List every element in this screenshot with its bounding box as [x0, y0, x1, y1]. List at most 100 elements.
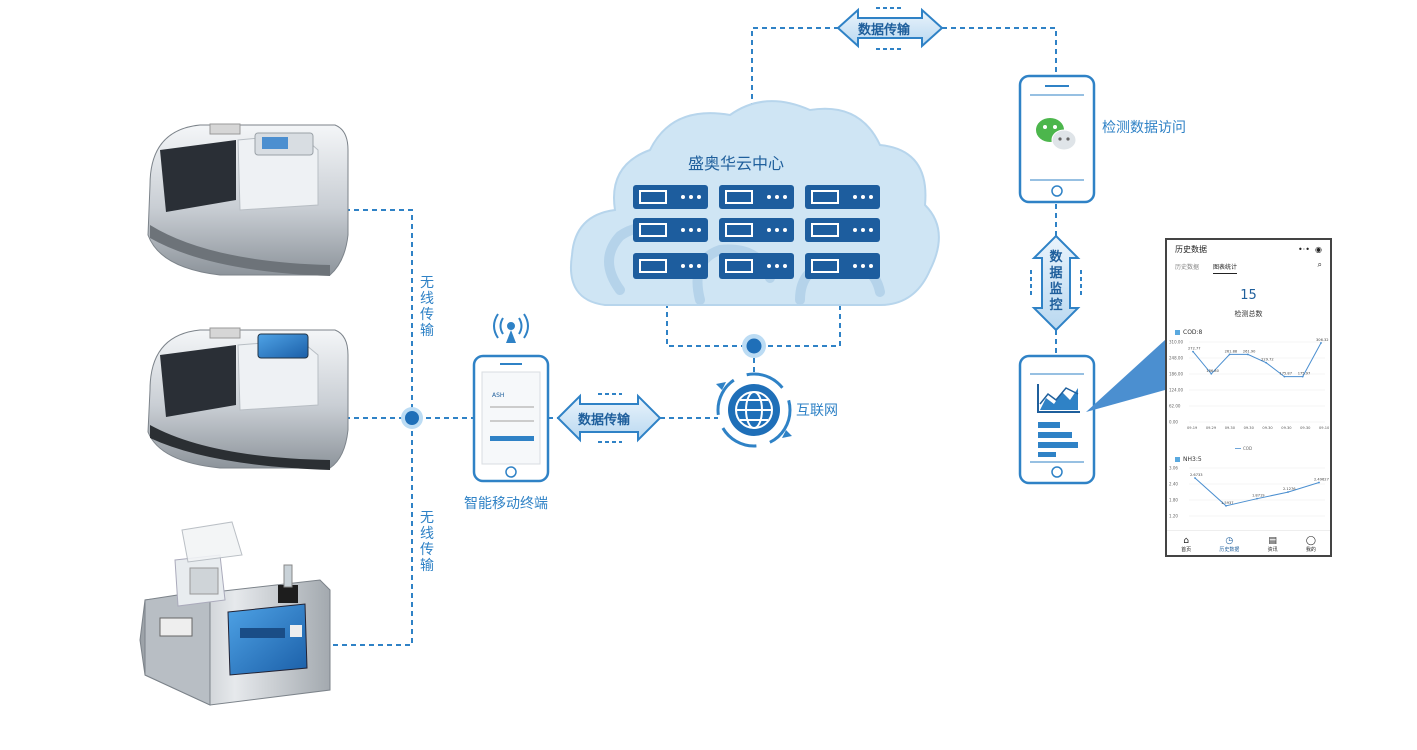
- cod-x-tick: 09.30: [1262, 426, 1273, 430]
- top-double-arrow: [836, 7, 944, 50]
- cod-y-tick: 0.00: [1169, 420, 1178, 425]
- hub-node-left: [401, 407, 423, 429]
- spectrophotometer-1: [147, 123, 349, 276]
- nh3-data-label: 2.6733: [1190, 473, 1203, 477]
- cod-point: [1265, 361, 1268, 364]
- nh3-y-tick: 2.40: [1169, 482, 1178, 487]
- app-tabs: 历史数据 图表统计 ⌕: [1167, 258, 1330, 278]
- monitor-arrow-label: 数据监控: [1049, 250, 1063, 313]
- area-chart-icon: [1037, 384, 1080, 413]
- server-unit: [633, 218, 708, 242]
- server-unit: [805, 218, 880, 242]
- cod-data-label: 186.80: [1206, 369, 1219, 373]
- nh3-point: [1318, 481, 1320, 484]
- search-icon[interactable]: ⌕: [1317, 260, 1322, 269]
- middle-arrow-label: 数据传输: [578, 413, 631, 428]
- cod-series-line: [1192, 342, 1322, 378]
- cod-point: [1320, 342, 1322, 344]
- tab-chart-stats[interactable]: 图表统计: [1213, 262, 1238, 274]
- cod-x-tick: 09.29: [1206, 426, 1217, 430]
- hub-node-cloud: [742, 334, 766, 358]
- cod-data-label: 229.72: [1261, 358, 1274, 362]
- wireless-label-bottom: 无线传输: [420, 510, 434, 574]
- internet-label: 互联网: [796, 403, 838, 419]
- cod-y-tick: 124.00: [1169, 388, 1183, 393]
- server-unit: [719, 218, 794, 242]
- nh3-y-tick: 3.06: [1169, 466, 1178, 471]
- nav-history[interactable]: ◷历史数据: [1219, 536, 1239, 553]
- more-icon[interactable]: •·• ◉: [1297, 244, 1322, 254]
- cod-y-tick: 310.00: [1169, 340, 1183, 345]
- home-icon: ⌂: [1183, 536, 1189, 546]
- document-icon: ▤: [1268, 536, 1277, 546]
- app-header: 历史数据 •·• ◉: [1167, 240, 1330, 258]
- cod-point: [1283, 375, 1286, 378]
- top-data-line: [751, 27, 1057, 108]
- cod-y-tick: 62.00: [1169, 404, 1181, 409]
- svg-text:ASH: ASH: [492, 392, 504, 399]
- cod-point: [1228, 353, 1231, 356]
- cod-data-label: 306.32: [1316, 338, 1329, 342]
- wechat-label: 检测数据访问: [1102, 120, 1186, 136]
- internet-globe-icon: [716, 372, 792, 448]
- cod-section-title: COD:8: [1167, 329, 1330, 336]
- nav-mine-label: 我的: [1305, 547, 1316, 553]
- clock-icon: ◷: [1225, 536, 1234, 546]
- user-icon: ◯: [1305, 536, 1316, 546]
- wechat-icon: [1036, 118, 1077, 151]
- top-arrow-label: 数据传输: [858, 23, 911, 38]
- cod-point: [1192, 350, 1194, 353]
- nh3-chart: 3.062.401.801.20 2.67331.59371.87192.127…: [1169, 466, 1329, 519]
- cod-x-tick: 09.10: [1319, 426, 1330, 430]
- cod-point: [1246, 353, 1249, 356]
- nh3-section-title: NH3:5: [1167, 456, 1330, 463]
- app-bottom-nav: ⌂首页 ◷历史数据 ▤资讯 ◯我的: [1167, 530, 1330, 555]
- wireless-signal-icon: [493, 313, 529, 343]
- server-unit: [805, 185, 880, 209]
- cod-x-tick: 09.30: [1300, 426, 1311, 430]
- nh3-legend-square: [1175, 457, 1180, 462]
- cod-x-tick: 09.30: [1281, 426, 1292, 430]
- cod-x-tick: 09.30: [1244, 426, 1255, 430]
- nh3-point: [1194, 477, 1196, 479]
- nh3-data-label: 2.49627: [1314, 478, 1329, 482]
- spectrophotometer-2: [147, 327, 349, 470]
- nav-home[interactable]: ⌂首页: [1181, 536, 1191, 553]
- nav-history-label: 历史数据: [1219, 547, 1240, 553]
- cod-legend-square: [1175, 330, 1180, 335]
- server-grid: [633, 185, 880, 279]
- wechat-phone: [1018, 74, 1096, 204]
- cod-x-tick: 09.30: [1225, 426, 1236, 430]
- chart-phone: [1018, 354, 1096, 485]
- cod-legend: COD: [1243, 446, 1252, 451]
- server-unit: [805, 253, 880, 279]
- cod-analyzer: [139, 521, 331, 706]
- nh3-series-name: NH3:5: [1183, 456, 1202, 463]
- cod-data-label: 272.77: [1188, 347, 1201, 351]
- nav-news[interactable]: ▤资讯: [1268, 536, 1278, 553]
- server-unit: [719, 253, 794, 279]
- cod-point: [1210, 372, 1213, 375]
- nh3-series-line: [1194, 477, 1320, 507]
- callout-pointer: [1086, 340, 1165, 412]
- nh3-point: [1287, 491, 1289, 493]
- server-unit: [719, 185, 794, 209]
- cod-data-label: 261.90: [1243, 349, 1256, 353]
- nh3-data-label: 1.5937: [1221, 501, 1234, 505]
- mobile-terminal-label: 智能移动终端: [464, 496, 548, 512]
- cod-series-name: COD:8: [1183, 329, 1203, 336]
- app-title: 历史数据: [1175, 244, 1207, 254]
- server-unit: [633, 185, 708, 209]
- bar-chart-icon: [1038, 422, 1078, 457]
- cloud-title: 盛奥华云中心: [688, 154, 785, 173]
- vertical-double-arrow: [1030, 234, 1082, 332]
- nh3-y-tick: 1.20: [1169, 514, 1178, 519]
- wireless-label-top: 无线传输: [420, 275, 434, 339]
- nav-news-label: 资讯: [1267, 547, 1278, 553]
- total-count-label: 检测总数: [1234, 310, 1263, 318]
- nav-mine[interactable]: ◯我的: [1306, 536, 1316, 553]
- tab-history[interactable]: 历史数据: [1175, 264, 1200, 271]
- instrument-link-line: [330, 209, 413, 646]
- cod-data-label: 175.87: [1279, 372, 1292, 376]
